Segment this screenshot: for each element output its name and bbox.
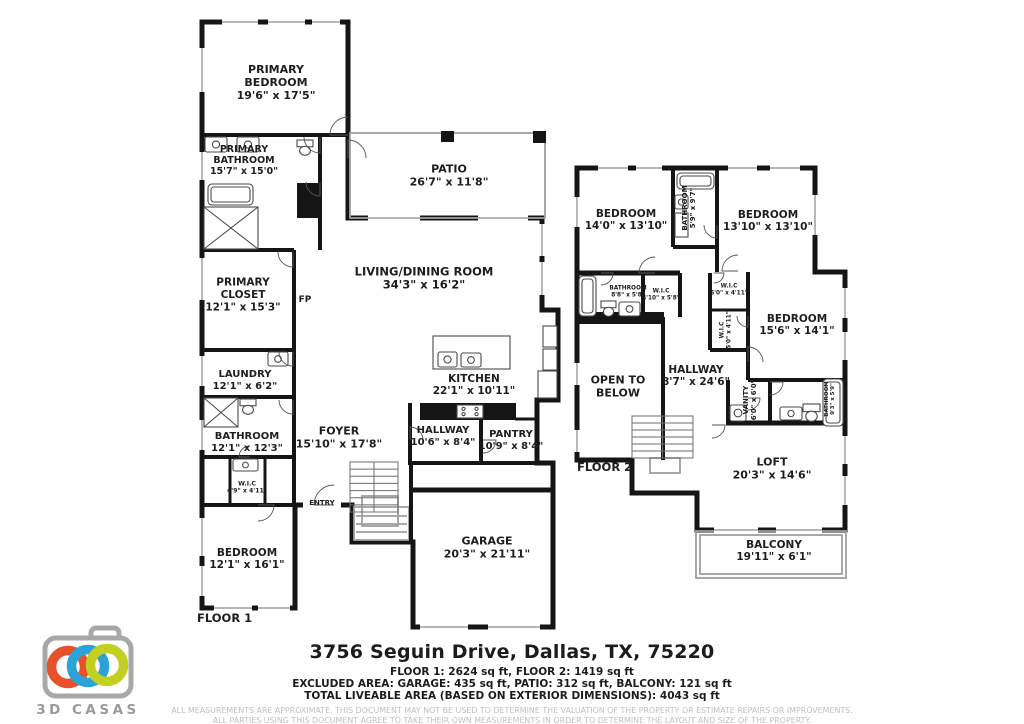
logo-rings <box>46 643 129 689</box>
floor-2-door-arcs <box>600 224 784 439</box>
ring-blue <box>66 644 110 688</box>
floor-1-windows <box>198 18 546 631</box>
fireplace-label: FP <box>299 295 312 305</box>
floor-1-label: FLOOR 1 <box>197 611 252 625</box>
floor-2-solid-walls <box>578 312 664 324</box>
bathroom-4-label: BATHROOM9'3" x 5'9" <box>824 381 836 416</box>
floor-2-outdoor-outlines <box>649 457 847 579</box>
floor-1-fixtures <box>203 136 558 509</box>
disclaimer-line-1: ALL MEASUREMENTS ARE APPROXIMATE. THIS D… <box>171 706 853 716</box>
floor-1-stairs <box>349 461 399 513</box>
floor-2-label: FLOOR 2 <box>577 460 632 474</box>
vanity-label: VANITY6'0" x 6'0" <box>742 380 758 420</box>
logo-brand-text: 3D CASAS <box>36 702 140 718</box>
ring-green <box>85 643 129 687</box>
entry-label: ENTRY <box>309 499 335 507</box>
floor-1-door-arcs <box>238 116 497 522</box>
property-address: 3756 Seguin Drive, Dallas, TX, 75220 <box>309 641 715 663</box>
ring-orange <box>46 645 90 689</box>
floor-1-interior-walls <box>202 133 553 542</box>
floor-2-stairs <box>631 415 694 459</box>
disclaimer-line-2: ALL PARTIES USING THIS DOCUMENT AGREE TO… <box>212 715 812 724</box>
bathroom-2-label: BATHROOM5'9" x 9'7" <box>681 185 697 230</box>
floor-areas: FLOOR 1: 2624 sq ft, FLOOR 2: 1419 sq ft <box>390 666 634 678</box>
total-liveable-area: TOTAL LIVEABLE AREA (BASED ON EXTERIOR D… <box>304 689 720 702</box>
3d-casas-logo: 3D CASAS <box>36 625 140 718</box>
wic-4-label: W.I.C5'0" x 4'11" <box>720 311 733 349</box>
floor-2-windows <box>573 164 849 534</box>
floor-2-fixtures <box>578 172 844 427</box>
footer: 3756 Seguin Drive, Dallas, TX, 75220 FLO… <box>0 641 1024 724</box>
excluded-areas: EXCLUDED AREA: GARAGE: 435 sq ft, PATIO:… <box>292 677 732 690</box>
